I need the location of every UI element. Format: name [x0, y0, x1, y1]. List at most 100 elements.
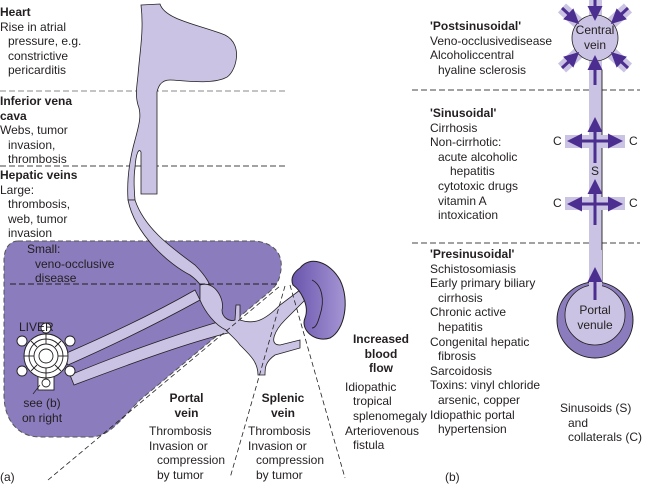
increased-flow-title: flow	[369, 361, 393, 376]
portal-vein-label-block: Portal vein Thrombosis Invasion or compr…	[149, 391, 225, 483]
sinusoidal-line: hepatitis	[450, 164, 495, 179]
sinusoid-s-label: S	[591, 164, 600, 178]
heart-line: pericarditis	[8, 63, 67, 78]
ivc-line: thrombosis	[8, 152, 67, 167]
flow-arrows	[567, 117, 623, 300]
heart-title: Heart	[0, 5, 31, 19]
increased-flow-line: Idiopathic	[345, 379, 397, 394]
increased-flow-line: fistula	[353, 438, 385, 453]
presinusoidal-line: Toxins: vinyl chloride	[430, 378, 541, 393]
presinusoidal-line: hypertension	[438, 422, 507, 437]
presinusoidal-line: arsenic, copper	[438, 392, 521, 407]
collateral-c-label: C	[553, 196, 562, 210]
sinusoidal-line: Non-cirrhotic:	[430, 135, 502, 150]
hepatic-veins-title: Hepatic veins	[0, 168, 78, 182]
splenic-vein-title: Splenic	[261, 391, 305, 405]
ivc-title: cava	[0, 108, 27, 123]
portal-region-left-line	[47, 285, 281, 481]
presinusoidal-line: Idiopathic portal	[430, 407, 515, 422]
panel-b-label: (b)	[445, 470, 460, 484]
central-vein-line: Central	[575, 23, 615, 37]
heart-shape	[127, 3, 237, 201]
small-veins-line: disease	[35, 271, 77, 286]
hepatic-veins-label-block: Hepatic veins Large: thrombosis, web, tu…	[0, 168, 77, 241]
panel-a-label: (a)	[0, 470, 15, 484]
small-veins-line: Small:	[27, 242, 61, 256]
presinusoidal-line: hepatitis	[438, 319, 483, 334]
heart-line: constrictive	[8, 48, 69, 63]
presinusoidal-line: Chronic active	[430, 305, 507, 320]
splenic-vein-line: Invasion or	[248, 438, 307, 453]
collateral-c-label: C	[553, 134, 562, 148]
presinusoidal-line: Early primary biliary	[430, 276, 536, 291]
portal-vein-title: vein	[174, 405, 199, 420]
sinusoidal-line: acute alcoholic	[438, 149, 518, 164]
sinusoidal-title: 'Sinusoidal'	[430, 106, 497, 120]
increased-flow-line: tropical	[353, 394, 392, 409]
portal-vein-line: compression	[157, 453, 226, 468]
splenic-vein-label-block: Splenic vein Thrombosis Invasion or comp…	[248, 391, 324, 483]
portal-region-right-line	[229, 285, 286, 479]
presinusoidal-line: cirrhosis	[438, 290, 483, 305]
sinusoidal-line: cytotoxic drugs	[438, 178, 519, 193]
small-veins-line: veno-occlusive	[35, 256, 115, 271]
see-b-line: on right	[22, 410, 63, 425]
increased-flow-title: Increased	[352, 332, 410, 346]
see-b-pointer	[32, 384, 41, 395]
splenic-vein-line: Thrombosis	[248, 424, 311, 439]
presinusoidal-label-block: 'Presinusoidal' Schistosomiasis Early pr…	[430, 247, 540, 437]
increased-flow-line: splenomegaly	[353, 408, 428, 423]
splenic-vein-title: vein	[270, 405, 295, 420]
postsinusoidal-line: Veno-occlusivedisease	[430, 33, 553, 48]
presinusoidal-line: Schistosomiasis	[430, 261, 517, 276]
presinusoidal-line: fibrosis	[438, 349, 477, 364]
legend-sinusoids-collaterals: Sinusoids (S) and collaterals (C)	[560, 401, 642, 445]
portal-venule-label: Portal venule	[573, 303, 617, 333]
ivc-title: Inferior vena	[0, 94, 73, 108]
increased-flow-title: blood	[364, 346, 398, 361]
splenic-vein-line: compression	[256, 453, 325, 468]
postsinusoidal-title: 'Postsinusoidal'	[430, 19, 522, 33]
presinusoidal-line: Congenital hepatic	[430, 334, 530, 349]
portal-splenic-vein	[199, 283, 311, 376]
hepatic-veins-line: Large:	[0, 182, 35, 197]
collateral-c-label: C	[629, 134, 638, 148]
portal-vein-line: Thrombosis	[149, 424, 212, 439]
postsinusoidal-line: hyaline sclerosis	[438, 62, 527, 77]
legend-line: Sinusoids (S)	[560, 401, 632, 415]
increased-flow-line: Arteriovenous	[345, 423, 420, 438]
legend-line: collaterals (C)	[568, 430, 643, 445]
ivc-line: Webs, tumor	[0, 123, 68, 138]
splenic-region-line	[289, 284, 346, 479]
central-vein-line: vein	[583, 38, 606, 52]
heart-line: Rise in atrial	[0, 19, 67, 34]
presinusoidal-line: Sarcoidosis	[430, 363, 493, 378]
portal-vein-title: Portal	[169, 391, 204, 405]
legend-line: and	[568, 415, 589, 430]
central-vein-arrows	[560, 0, 630, 85]
splenic-vein-line: by tumor	[256, 467, 303, 482]
heart-label-block: Heart Rise in atrial pressure, e.g. cons…	[0, 5, 81, 78]
see-b-line: see (b)	[23, 396, 61, 410]
hepatic-veins-line: thrombosis,	[8, 197, 71, 212]
ivc-label-block: Inferior vena cava Webs, tumor invasion,…	[0, 94, 72, 167]
hepatic-veins-line: invasion	[8, 226, 53, 241]
spleen-hilum-line	[311, 279, 323, 329]
portal-venule-line: Portal	[579, 303, 611, 317]
sinusoidal-line: vitamin A	[438, 193, 487, 208]
increased-flow-label-block: Increased blood flow Idiopathic tropical…	[345, 332, 427, 453]
portal-vein-line: by tumor	[157, 467, 204, 482]
spleen-shape	[291, 260, 346, 340]
sinusoidal-label-block: 'Sinusoidal' Cirrhosis Non-cirrhotic: ac…	[430, 106, 518, 223]
heart-line: pressure, e.g.	[8, 34, 82, 49]
sinusoidal-line: intoxication	[438, 208, 499, 223]
small-veins-label-block: Small: veno-occlusive disease	[27, 242, 114, 286]
presinusoidal-title: 'Presinusoidal'	[430, 247, 515, 261]
liver-label: LIVER	[19, 320, 54, 334]
ivc-line: invasion,	[8, 137, 56, 152]
collateral-c-label: C	[629, 196, 638, 210]
central-vein-label: Central vein	[573, 23, 617, 53]
liver-lobule-icon	[16, 322, 76, 391]
portal-venule-line: venule	[577, 318, 613, 332]
